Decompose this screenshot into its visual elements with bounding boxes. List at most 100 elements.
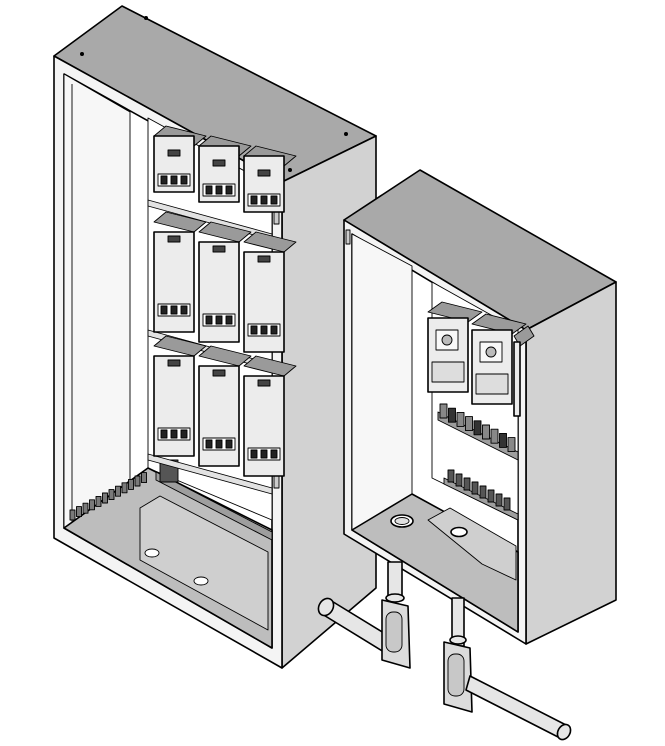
breaker-terminal [260, 195, 268, 205]
breaker-terminal [260, 449, 268, 459]
floor-terminal-strip [69, 472, 147, 521]
breaker-latch [167, 149, 181, 157]
breaker-terminal [205, 315, 213, 325]
breaker-module [153, 231, 195, 333]
breaker-terminal [270, 195, 278, 205]
small-enclosure-floor-plate [427, 507, 517, 581]
breaker-terminal [170, 305, 178, 315]
breaker-terminal [160, 175, 168, 185]
conduit-coupling [449, 635, 467, 645]
drive-terminal-cover [431, 361, 465, 383]
breaker-module [243, 375, 285, 477]
terminal-block [455, 473, 463, 487]
mounting-hole [344, 132, 348, 136]
mounting-hole [288, 168, 292, 172]
terminal-block [439, 403, 448, 419]
floor-knockout [193, 576, 209, 586]
floor-terminal [95, 495, 102, 507]
breaker-terminal [215, 439, 223, 449]
floor-terminal [102, 492, 108, 504]
floor-terminal [82, 502, 89, 514]
mounting-hole [80, 52, 84, 56]
mounting-hole [144, 16, 148, 20]
breaker-latch [212, 245, 226, 253]
breaker-latch [257, 169, 271, 177]
small-enclosure-devices [427, 301, 535, 417]
breaker-module [198, 365, 240, 467]
breaker-terminal [170, 175, 178, 185]
large-enclosure-floor-plate [139, 495, 269, 631]
terminal-block [463, 477, 471, 491]
small-enclosure [343, 169, 617, 645]
breaker-latch [257, 379, 271, 387]
breaker-terminal [225, 185, 233, 195]
breaker-module-top [243, 355, 297, 377]
floor-terminal [89, 499, 95, 511]
terminal-block [495, 493, 503, 507]
fitting-cover [447, 653, 465, 697]
terminal-block [456, 411, 465, 427]
drive-terminal-cover [475, 373, 509, 395]
terminal-block [465, 416, 473, 432]
terminal-block [473, 420, 482, 436]
conduit-coupling [385, 593, 405, 603]
floor-terminal [121, 482, 128, 494]
breaker-latch [257, 255, 271, 263]
small-enclosure-side [525, 281, 617, 645]
terminal-block [448, 407, 456, 423]
conduit-pipe [387, 561, 403, 599]
terminal-block [487, 489, 495, 503]
terminal-block [471, 481, 479, 495]
drive-unit [513, 341, 521, 417]
conduit-assembly [317, 561, 572, 741]
floor-terminal [134, 475, 141, 487]
breaker-module-top [243, 231, 297, 253]
breaker-latch [167, 235, 181, 243]
floor-knockout-inner [394, 517, 410, 525]
terminal-block [507, 437, 516, 453]
breaker-terminal [180, 175, 188, 185]
drive-knob [441, 334, 453, 346]
breaker-terminal [180, 305, 188, 315]
breaker-terminal [270, 449, 278, 459]
terminal-block [503, 497, 511, 511]
floor-terminal [69, 509, 76, 521]
floor-terminal [128, 478, 134, 490]
floor-knockout [144, 548, 160, 558]
floor-knockout [450, 526, 468, 538]
breaker-terminal [260, 325, 268, 335]
breaker-terminal [180, 429, 188, 439]
terminal-block [499, 432, 507, 448]
breaker-terminal [225, 439, 233, 449]
conduit-end [317, 597, 335, 617]
terminal-block [482, 424, 490, 440]
breaker-terminal [215, 185, 223, 195]
terminal-blocks [439, 403, 516, 511]
breaker-terminal [270, 325, 278, 335]
conduit-end [556, 723, 572, 741]
breaker-terminal [225, 315, 233, 325]
conduit-pipe [465, 675, 569, 739]
fitting-cover [385, 611, 403, 653]
drive-knob [485, 346, 497, 358]
breaker-terminal [215, 315, 223, 325]
hinge [345, 229, 351, 245]
breaker-latch [212, 159, 226, 167]
breaker-terminal [160, 429, 168, 439]
mounting-rail [155, 471, 273, 541]
breaker-module-top [153, 335, 207, 357]
breaker-terminal [250, 449, 258, 459]
floor-terminal [141, 472, 147, 484]
terminal-block [490, 428, 499, 444]
breaker-module [243, 251, 285, 353]
breaker-latch [212, 369, 226, 377]
breaker-terminal [160, 305, 168, 315]
breaker-terminal [205, 185, 213, 195]
breaker-module-top [198, 221, 252, 243]
terminal-block [447, 469, 455, 483]
large-enclosure-devices [147, 125, 297, 495]
breaker-module-top [153, 211, 207, 233]
breaker-terminal [250, 195, 258, 205]
floor-terminal [108, 489, 115, 501]
